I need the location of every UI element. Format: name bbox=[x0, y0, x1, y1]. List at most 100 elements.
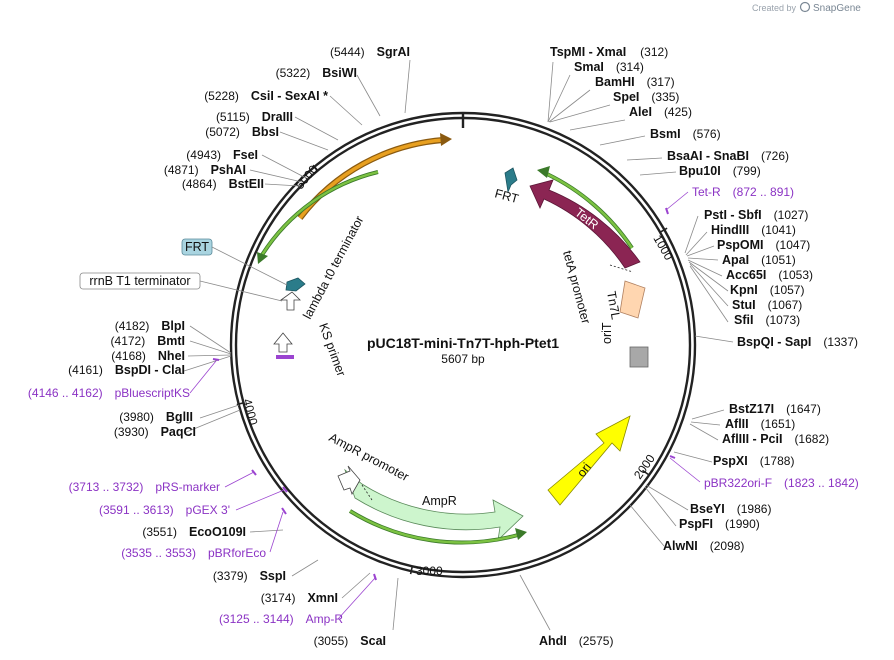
orit-feature[interactable]: oriT bbox=[600, 322, 649, 368]
site-aflii[interactable]: AflII(1651) bbox=[725, 417, 795, 431]
ampr-feature[interactable]: AmpR bbox=[344, 468, 524, 542]
site-csii-sexai[interactable]: (5228)CsiI - SexAI * bbox=[204, 89, 328, 103]
site-xmni[interactable]: (3174)XmnI bbox=[261, 591, 338, 605]
lambda-t0-label: lambda t0 terminator bbox=[300, 214, 366, 322]
left-orf-head bbox=[257, 252, 268, 264]
site-pspxi[interactable]: PspXI(1788) bbox=[713, 454, 794, 468]
ori-arrow bbox=[547, 415, 631, 506]
site-scai[interactable]: (3055)ScaI bbox=[314, 634, 386, 648]
tetr-orf-arrow bbox=[537, 166, 634, 250]
site-pspomi[interactable]: PspOMI(1047) bbox=[717, 238, 810, 252]
tetr-arrow bbox=[529, 179, 641, 269]
site-sfii[interactable]: SfiI(1073) bbox=[734, 313, 800, 327]
plasmid-size: 5607 bp bbox=[441, 352, 485, 366]
ampr-arrow bbox=[344, 468, 524, 542]
orit-box bbox=[629, 346, 649, 368]
site-bspqi-sapi[interactable]: BspQI - SapI(1337) bbox=[737, 335, 858, 349]
hph-gold-outline bbox=[297, 137, 444, 220]
site-bglii[interactable]: (3980)BglII bbox=[119, 410, 193, 424]
hph-gold-feature[interactable] bbox=[297, 133, 452, 220]
site-spei[interactable]: SpeI(335) bbox=[613, 90, 679, 104]
site-paqci[interactable]: (3930)PaqCI bbox=[114, 425, 196, 439]
site-psti-sbfi[interactable]: PstI - SbfI(1027) bbox=[704, 208, 808, 222]
orit-label: oriT bbox=[600, 322, 614, 344]
site-leaders bbox=[183, 59, 734, 631]
tetr-dashed-mark bbox=[609, 264, 634, 273]
site-draiii[interactable]: (5115)DraIII bbox=[216, 110, 293, 124]
primer-prs-marker[interactable]: (3713 .. 3732)pRS-marker bbox=[69, 480, 220, 494]
credit-prefix: Created by bbox=[752, 3, 797, 13]
site-bstz17i[interactable]: BstZ17I(1647) bbox=[729, 402, 821, 416]
site-ecoo109i[interactable]: (3551)EcoO109I bbox=[142, 525, 246, 539]
tn7l-label: Tn7L bbox=[604, 290, 623, 321]
credit-brand: SnapGene bbox=[813, 3, 861, 14]
site-kpni[interactable]: KpnI(1057) bbox=[730, 283, 804, 297]
site-bseyi[interactable]: BseYI(1986) bbox=[690, 502, 771, 516]
snapgene-credit: Created by SnapGene bbox=[752, 1, 861, 14]
site-nhei[interactable]: (4168)NheI bbox=[111, 349, 185, 363]
frt-left-arrow[interactable] bbox=[285, 277, 306, 292]
tetr-feature[interactable]: TetR bbox=[529, 179, 641, 273]
site-stui[interactable]: StuI(1067) bbox=[732, 298, 802, 312]
site-tspmi-xmai[interactable]: TspMI - XmaI(312) bbox=[550, 45, 668, 59]
tick-2000 bbox=[642, 469, 650, 476]
rrnb-terminator-arrow[interactable] bbox=[279, 291, 301, 311]
tick-3000 bbox=[409, 566, 414, 575]
snapgene-logo-icon bbox=[799, 1, 811, 13]
ampr-promoter-feature[interactable]: AmpR promoter bbox=[327, 430, 411, 495]
hph-gold-head bbox=[440, 133, 452, 146]
site-sgrai[interactable]: (5444)SgrAI bbox=[330, 45, 410, 59]
site-pshai[interactable]: (4871)PshAI bbox=[164, 163, 246, 177]
frt-box[interactable]: FRT bbox=[181, 238, 213, 256]
site-hindiii[interactable]: HindIII(1041) bbox=[711, 223, 796, 237]
ampr-orf-head bbox=[515, 528, 527, 540]
primer-pbr322ori-f[interactable]: pBR322ori-F(1823 .. 1842) bbox=[704, 476, 859, 490]
tick-1000 bbox=[659, 227, 668, 233]
site-ahdi[interactable]: AhdI(2575) bbox=[539, 634, 613, 648]
site-bsaai-snabi[interactable]: BsaAI - SnaBI(726) bbox=[667, 149, 789, 163]
frt-feature-top[interactable]: FRT bbox=[493, 167, 520, 206]
tick-5000 bbox=[312, 164, 319, 172]
site-bamhi[interactable]: BamHI(317) bbox=[595, 75, 675, 89]
ampr-promoter-arrow bbox=[337, 465, 361, 495]
ks-primer-mark bbox=[276, 355, 294, 359]
frt-box-leader bbox=[211, 246, 288, 286]
site-apai[interactable]: ApaI(1051) bbox=[722, 253, 796, 267]
site-pspfi[interactable]: PspFI(1990) bbox=[679, 517, 760, 531]
site-bsmi[interactable]: BsmI(576) bbox=[650, 127, 721, 141]
tn7l-feature[interactable]: Tn7L bbox=[604, 280, 646, 321]
primer-pbluescriptks[interactable]: (4146 .. 4162)pBluescriptKS bbox=[28, 386, 190, 400]
primer-leaders bbox=[189, 191, 701, 620]
hph-gold-fill bbox=[298, 138, 444, 220]
site-bsteii[interactable]: (4864)BstEII bbox=[182, 177, 264, 191]
ampr-orf-arrow bbox=[348, 509, 527, 545]
ori-feature[interactable]: ori bbox=[547, 415, 631, 506]
left-orf-arrow bbox=[257, 170, 379, 264]
rrnb-box-label: rrnB T1 terminator bbox=[89, 274, 190, 288]
primer-pbrforeco[interactable]: (3535 .. 3553)pBRforEco bbox=[121, 546, 266, 560]
site-bmti[interactable]: (4172)BmtI bbox=[111, 334, 185, 348]
site-fsei[interactable]: (4943)FseI bbox=[186, 148, 258, 162]
site-blpi[interactable]: (4182)BlpI bbox=[115, 319, 185, 333]
ks-primer-label: KS primer bbox=[316, 321, 348, 378]
site-bspdi-clai[interactable]: (4161)BspDI - ClaI bbox=[68, 363, 185, 377]
site-alwni[interactable]: AlwNI(2098) bbox=[663, 539, 744, 553]
rrnb-box[interactable]: rrnB T1 terminator bbox=[79, 272, 201, 290]
primer-labels: Tet-R(872 .. 891) pBR322ori-F(1823 .. 18… bbox=[28, 185, 859, 626]
site-alei[interactable]: AleI(425) bbox=[629, 105, 692, 119]
site-bpu10i[interactable]: Bpu10I(799) bbox=[679, 164, 761, 178]
teta-promoter-label: tetA promoter bbox=[560, 249, 593, 325]
site-bsiwi[interactable]: (5322)BsiWI bbox=[276, 66, 357, 80]
primer-amp-r[interactable]: (3125 .. 3144)Amp-R bbox=[219, 612, 343, 626]
primer-pgex-3[interactable]: (3591 .. 3613)pGEX 3' bbox=[99, 503, 230, 517]
site-acc65i[interactable]: Acc65I(1053) bbox=[726, 268, 813, 282]
site-afliii-pcii[interactable]: AflIII - PciI(1682) bbox=[722, 432, 829, 446]
tetr-orf-head bbox=[537, 166, 550, 178]
primer-marks bbox=[212, 207, 676, 581]
site-sspi[interactable]: (3379)SspI bbox=[213, 569, 286, 583]
site-smai[interactable]: SmaI(314) bbox=[574, 60, 644, 74]
primer-tet-r[interactable]: Tet-R(872 .. 891) bbox=[692, 185, 794, 199]
ks-terminator-arrow bbox=[273, 332, 293, 353]
site-bbsi[interactable]: (5072)BbsI bbox=[205, 125, 279, 139]
